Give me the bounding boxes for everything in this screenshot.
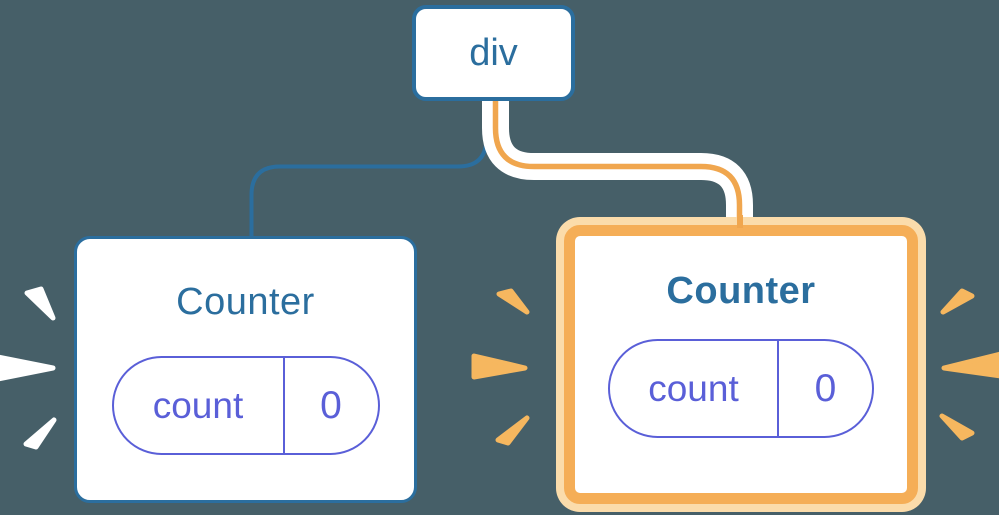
burst-icon — [941, 351, 999, 379]
emphasis-bursts-white — [0, 286, 57, 450]
tree-node-counter-left: Counter count 0 — [74, 236, 417, 503]
state-pill: count 0 — [608, 339, 874, 438]
state-name: count — [610, 341, 779, 436]
burst-icon — [940, 288, 975, 315]
burst-icon — [24, 286, 56, 321]
tree-edge-right-casing — [482, 98, 753, 221]
tree-edge-right-core — [492, 98, 743, 228]
tree-edge-left — [249, 98, 489, 240]
state-name: count — [114, 358, 285, 453]
emphasis-bursts-orange-left — [471, 288, 530, 446]
component-name: Counter — [666, 270, 816, 312]
burst-icon — [495, 415, 530, 446]
tree-node-div: div — [412, 5, 575, 101]
tree-node-counter-highlighted: Counter count 0 — [564, 225, 918, 504]
component-name: Counter — [176, 281, 315, 323]
state-value: 0 — [814, 366, 837, 410]
burst-icon — [939, 413, 975, 441]
node-label: div — [469, 31, 518, 74]
burst-icon — [0, 354, 56, 382]
burst-icon — [23, 417, 57, 450]
burst-icon — [496, 288, 530, 315]
burst-icon — [471, 353, 528, 380]
state-pill: count 0 — [111, 356, 380, 455]
wire-core-stub — [737, 215, 743, 228]
emphasis-bursts-orange-right — [939, 288, 999, 441]
state-value: 0 — [320, 383, 342, 427]
